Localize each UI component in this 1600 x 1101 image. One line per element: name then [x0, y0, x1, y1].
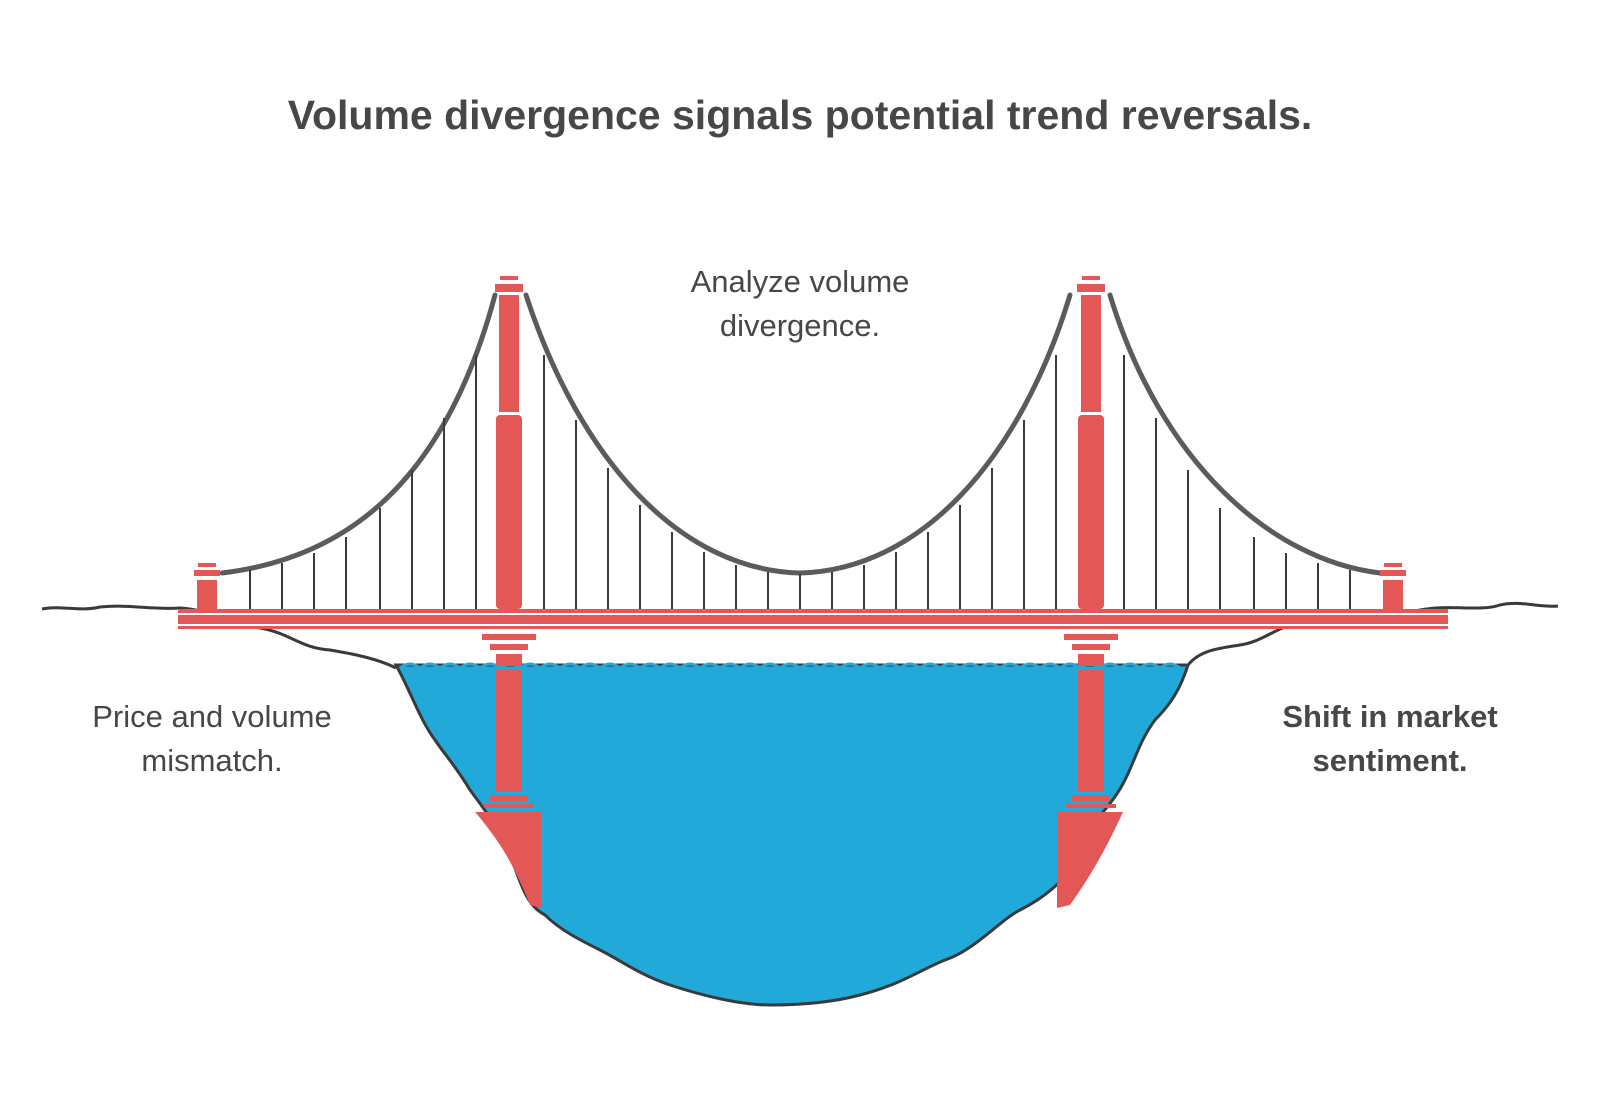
label-price-volume-mismatch: Price and volume mismatch.: [92, 699, 332, 778]
page-title: Volume divergence signals potential tren…: [287, 92, 1313, 138]
left-tower: [475, 276, 541, 908]
main-cable: [219, 292, 1383, 576]
label-analyze-volume-divergence: Analyze volume divergence.: [690, 264, 910, 343]
left-anchor-post: [194, 563, 220, 609]
right-tower: [1057, 276, 1123, 908]
right-anchor-post: [1380, 563, 1406, 609]
label-shift-market-sentiment: Shift in market sentiment.: [1282, 699, 1498, 778]
water-surface-wave: [399, 662, 1181, 670]
suspender-cables: [249, 355, 1351, 609]
